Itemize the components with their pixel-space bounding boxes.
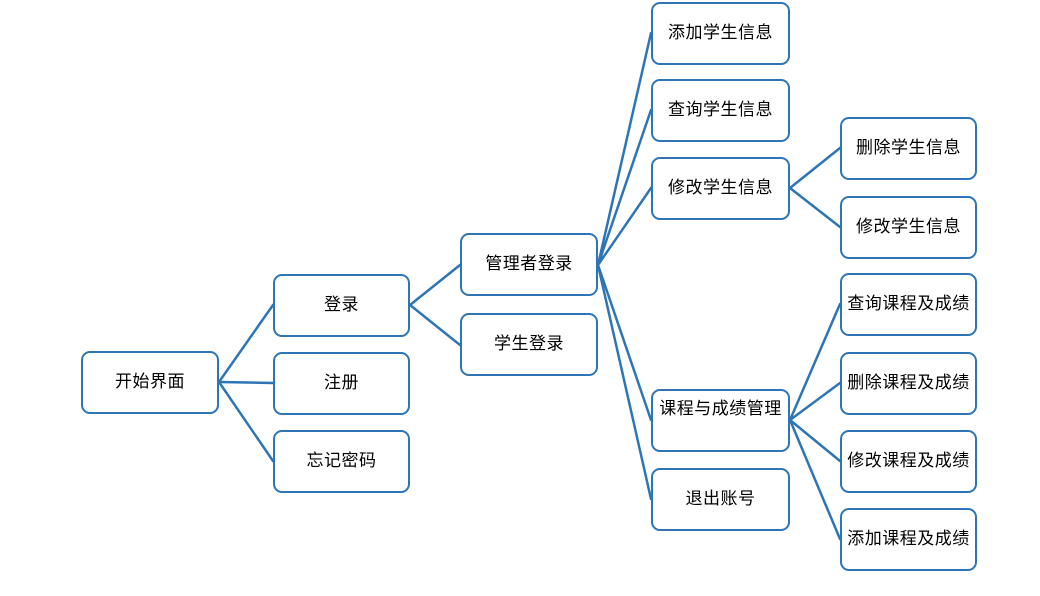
- node-delete-course[interactable]: 删除课程及成绩: [840, 352, 977, 415]
- node-edit-student[interactable]: 修改学生信息: [840, 196, 977, 259]
- node-label-add-student: 添加学生信息: [668, 23, 773, 43]
- node-label-delete-course: 删除课程及成绩: [847, 373, 970, 393]
- node-query-student[interactable]: 查询学生信息: [651, 79, 790, 142]
- node-modify-student[interactable]: 修改学生信息: [651, 157, 790, 220]
- connector-course-manage-to-add-course: [788, 418, 842, 541]
- connector-admin-login-to-course-manage: [596, 263, 653, 422]
- node-label-modify-student: 修改学生信息: [668, 178, 773, 198]
- connector-start-to-login: [217, 303, 275, 384]
- node-label-modify-course: 修改课程及成绩: [847, 451, 970, 471]
- node-label-logout: 退出账号: [685, 489, 756, 509]
- node-label-delete-student: 删除学生信息: [856, 138, 961, 158]
- node-add-student[interactable]: 添加学生信息: [651, 2, 790, 65]
- connector-login-to-admin-login: [408, 263, 462, 307]
- node-admin-login[interactable]: 管理者登录: [460, 233, 598, 296]
- connector-admin-login-to-add-student: [596, 31, 653, 267]
- connector-start-to-register: [217, 380, 275, 385]
- connector-course-manage-to-modify-course: [788, 418, 842, 463]
- node-student-login[interactable]: 学生登录: [460, 313, 598, 376]
- connector-start-to-forgot: [217, 380, 275, 463]
- node-label-add-course: 添加课程及成绩: [847, 529, 970, 549]
- connector-login-to-student-login: [408, 303, 462, 347]
- node-add-course[interactable]: 添加课程及成绩: [840, 508, 977, 571]
- node-label-register: 注册: [324, 373, 359, 393]
- connector-modify-student-to-delete-student: [788, 146, 842, 190]
- node-forgot[interactable]: 忘记密码: [273, 430, 410, 493]
- connector-admin-login-to-modify-student: [596, 186, 653, 267]
- node-label-query-course: 查询课程及成绩: [847, 294, 970, 314]
- connector-admin-login-to-logout: [596, 263, 653, 501]
- node-label-start: 开始界面: [115, 372, 185, 392]
- node-delete-student[interactable]: 删除学生信息: [840, 117, 977, 180]
- node-label-login: 登录: [324, 295, 359, 315]
- node-login[interactable]: 登录: [273, 274, 410, 337]
- node-label-query-student: 查询学生信息: [668, 100, 773, 120]
- node-label-course-manage: 课程与成绩管理: [659, 399, 782, 418]
- node-label-forgot: 忘记密码: [306, 451, 377, 471]
- node-register[interactable]: 注册: [273, 352, 410, 415]
- node-start[interactable]: 开始界面: [81, 351, 219, 414]
- connector-modify-student-to-edit-student: [788, 186, 842, 229]
- connector-admin-login-to-query-student: [596, 108, 653, 267]
- node-logout[interactable]: 退出账号: [651, 468, 790, 531]
- node-modify-course[interactable]: 修改课程及成绩: [840, 430, 977, 493]
- connector-course-manage-to-query-course: [788, 302, 842, 422]
- node-label-admin-login: 管理者登录: [485, 254, 573, 274]
- node-label-edit-student: 修改学生信息: [856, 217, 961, 237]
- node-course-manage[interactable]: 课程与成绩管理: [651, 389, 790, 452]
- node-label-student-login: 学生登录: [494, 334, 564, 354]
- connector-course-manage-to-delete-course: [788, 381, 842, 422]
- node-query-course[interactable]: 查询课程及成绩: [840, 273, 977, 336]
